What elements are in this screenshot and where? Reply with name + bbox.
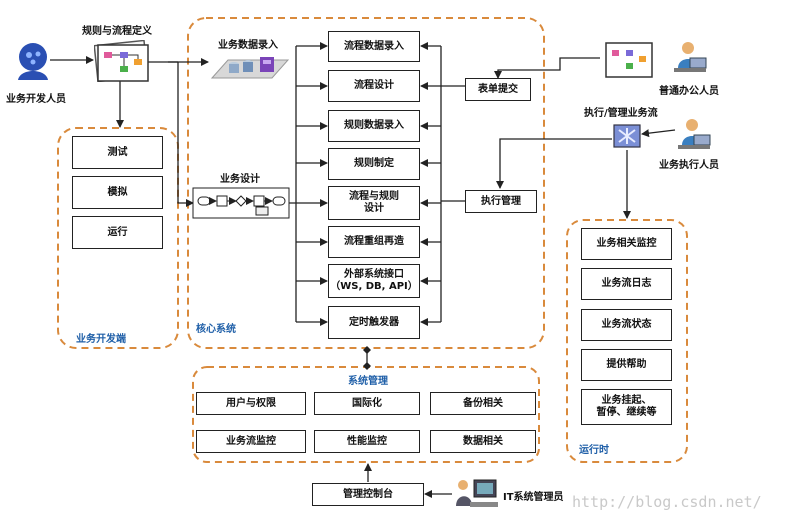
office-user-label: 普通办公人员	[659, 86, 719, 97]
rules-def-label: 规则与流程定义	[82, 26, 152, 37]
office-user-flow-icon	[605, 42, 653, 78]
sysmgmt-item: 性能监控	[314, 430, 420, 453]
executor-icon	[678, 119, 711, 149]
sysmgmt-item: 用户与权限	[196, 392, 306, 415]
dev-item: 运行	[72, 216, 163, 249]
dev-item: 测试	[72, 136, 163, 169]
developer-label: 业务开发人员	[6, 94, 66, 105]
database-icon	[210, 57, 290, 79]
sysmgmt-title: 系统管理	[348, 376, 388, 387]
form-submit-box: 表单提交	[465, 78, 531, 101]
dev-area-title: 业务开发端	[76, 334, 126, 345]
core-item: 流程设计	[328, 70, 420, 102]
core-item: 流程与规则 设计	[328, 186, 420, 220]
dev-area-border	[57, 127, 179, 349]
sysmgmt-item: 业务流监控	[196, 430, 306, 453]
core-item: 定时触发器	[328, 306, 420, 339]
runtime-item: 业务挂起、 暂停、继续等	[581, 389, 672, 425]
core-item: 流程重组再造	[328, 226, 420, 258]
dev-item: 模拟	[72, 176, 163, 209]
core-item: 规则制定	[328, 148, 420, 180]
console-box: 管理控制台	[312, 483, 424, 506]
biz-design-label: 业务设计	[220, 174, 260, 185]
it-admin-label: IT系统管理员	[503, 492, 564, 503]
office-user-icon	[674, 42, 707, 72]
flow-doc-icon	[94, 40, 149, 82]
exec-manage-box: 执行管理	[465, 190, 537, 213]
core-item: 外部系统接口 （WS, DB, API）	[328, 264, 420, 298]
watermark: http://blog.csdn.net/	[572, 493, 762, 511]
runtime-title: 运行时	[579, 445, 609, 456]
sysmgmt-item: 备份相关	[430, 392, 536, 415]
core-item: 流程数据录入	[328, 31, 420, 62]
runtime-border	[566, 219, 688, 463]
exec-engine-icon	[613, 124, 641, 148]
exec-flow-label: 执行/管理业务流	[584, 108, 658, 119]
runtime-item: 业务相关监控	[581, 228, 672, 260]
design-canvas	[192, 187, 290, 219]
runtime-item: 业务流日志	[581, 268, 672, 300]
it-admin-icon	[456, 479, 498, 507]
core-item: 规则数据录入	[328, 110, 420, 142]
executor-label: 业务执行人员	[659, 160, 719, 171]
runtime-item: 提供帮助	[581, 349, 672, 381]
sysmgmt-item: 国际化	[314, 392, 420, 415]
sysmgmt-item: 数据相关	[430, 430, 536, 453]
runtime-item: 业务流状态	[581, 309, 672, 341]
core-title: 核心系统	[196, 324, 236, 335]
data-entry-label: 业务数据录入	[218, 40, 278, 51]
developer-icon	[18, 43, 48, 80]
